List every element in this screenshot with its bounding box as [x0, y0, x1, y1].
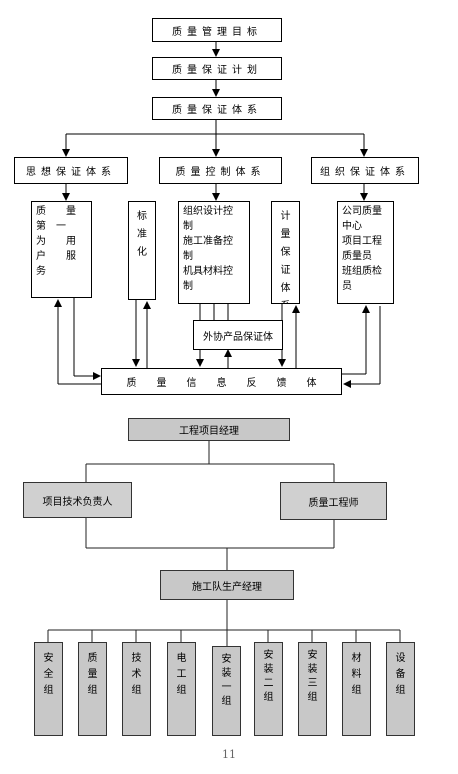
tech-group-box: 技 术 组 — [122, 642, 151, 736]
install-group-1-box: 安 装 一 组 — [212, 646, 241, 736]
quality-goal-box: 质量管理目标 — [152, 18, 282, 42]
tech-lead-box: 项目技术负责人 — [23, 482, 132, 518]
equipment-group-box: 设 备 组 — [386, 642, 415, 736]
control-detail-box: 组织设计控 制 施工准备控 制 机具材料控 制 — [178, 201, 250, 304]
install-group-3-box: 安 装 三 组 — [298, 642, 327, 736]
metrology-box: 计 量 保 证 体 系 — [271, 201, 300, 304]
page-number: 11 — [222, 748, 236, 761]
electric-group-box: 电 工 组 — [167, 642, 196, 736]
standardization-box: 标 准 化 — [128, 201, 156, 300]
quality-plan-box: 质量保证计划 — [152, 57, 282, 80]
quality-feedback-box: 质 量 信 息 反 馈 体 — [101, 368, 342, 395]
quality-engineer-box: 质量工程师 — [280, 482, 387, 520]
org-detail-box: 公司质量 中心 项目工程 质量员 班组质检 员 — [337, 201, 394, 304]
control-system-box: 质量控制体系 — [159, 157, 282, 184]
project-manager-box: 工程项目经理 — [128, 418, 290, 441]
material-group-box: 材 料 组 — [342, 642, 371, 736]
customer-first-box: 质 量 第 一 为 用 户 服 务 — [31, 201, 92, 298]
production-manager-box: 施工队生产经理 — [160, 570, 294, 600]
outsource-product-box: 外协产品保证体 — [193, 320, 283, 350]
quality-group-box: 质 量 组 — [78, 642, 107, 736]
org-system-box: 组织保证体系 — [311, 157, 419, 184]
thought-system-box: 思想保证体系 — [14, 157, 128, 184]
install-group-2-box: 安 装 二 组 — [254, 642, 283, 736]
safety-group-box: 安 全 组 — [34, 642, 63, 736]
quality-system-box: 质量保证体系 — [152, 97, 282, 120]
